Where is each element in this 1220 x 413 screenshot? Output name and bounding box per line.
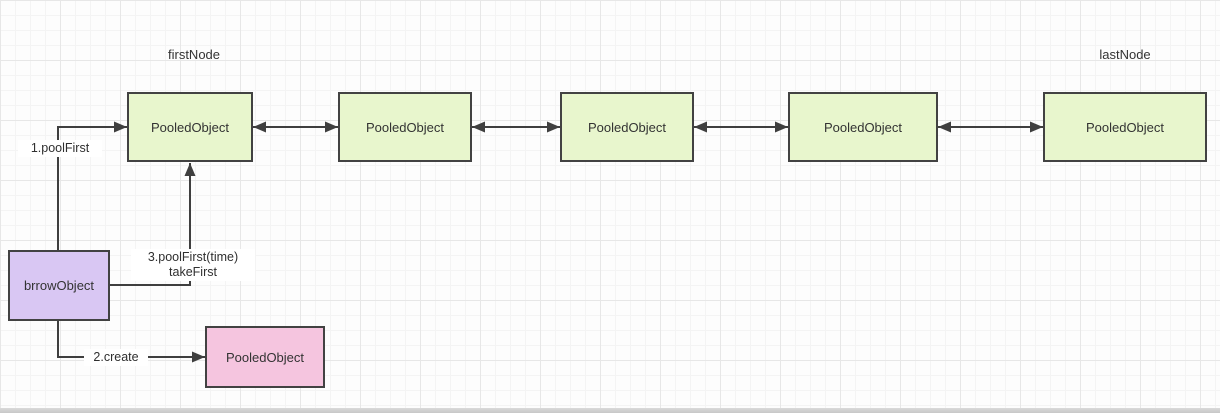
pool-first-time-annotation-line2: takeFirst [169, 265, 217, 279]
created-pooled-object-node[interactable]: PooledObject [205, 326, 325, 388]
pooled-object-node-4-label: PooledObject [823, 119, 903, 135]
first-node-label[interactable]: firstNode [167, 47, 221, 62]
pooled-object-node-5-label: PooledObject [1085, 119, 1165, 135]
pooled-object-node-1-label: PooledObject [150, 119, 230, 135]
pooled-object-node-2[interactable]: PooledObject [338, 92, 472, 162]
last-node-label[interactable]: lastNode [1099, 47, 1151, 62]
pooled-object-node-3[interactable]: PooledObject [560, 92, 694, 162]
pooled-object-node-3-label: PooledObject [587, 119, 667, 135]
pooled-object-node-4[interactable]: PooledObject [788, 92, 938, 162]
pooled-object-node-5[interactable]: PooledObject [1043, 92, 1207, 162]
borrow-object-node[interactable]: brrowObject [8, 250, 110, 321]
horizontal-scrollbar[interactable] [0, 408, 1220, 413]
created-pooled-object-node-label: PooledObject [225, 349, 305, 365]
borrow-object-node-label: brrowObject [23, 278, 95, 293]
create-annotation[interactable]: 2.create [84, 349, 148, 366]
pool-first-annotation[interactable]: 1.poolFirst [18, 140, 102, 157]
pool-first-time-annotation-line1: 3.poolFirst(time) [147, 250, 239, 264]
pooled-object-node-1[interactable]: PooledObject [127, 92, 253, 162]
pool-first-time-annotation[interactable]: 3.poolFirst(time) takeFirst [131, 249, 255, 281]
pooled-object-node-2-label: PooledObject [365, 119, 445, 135]
